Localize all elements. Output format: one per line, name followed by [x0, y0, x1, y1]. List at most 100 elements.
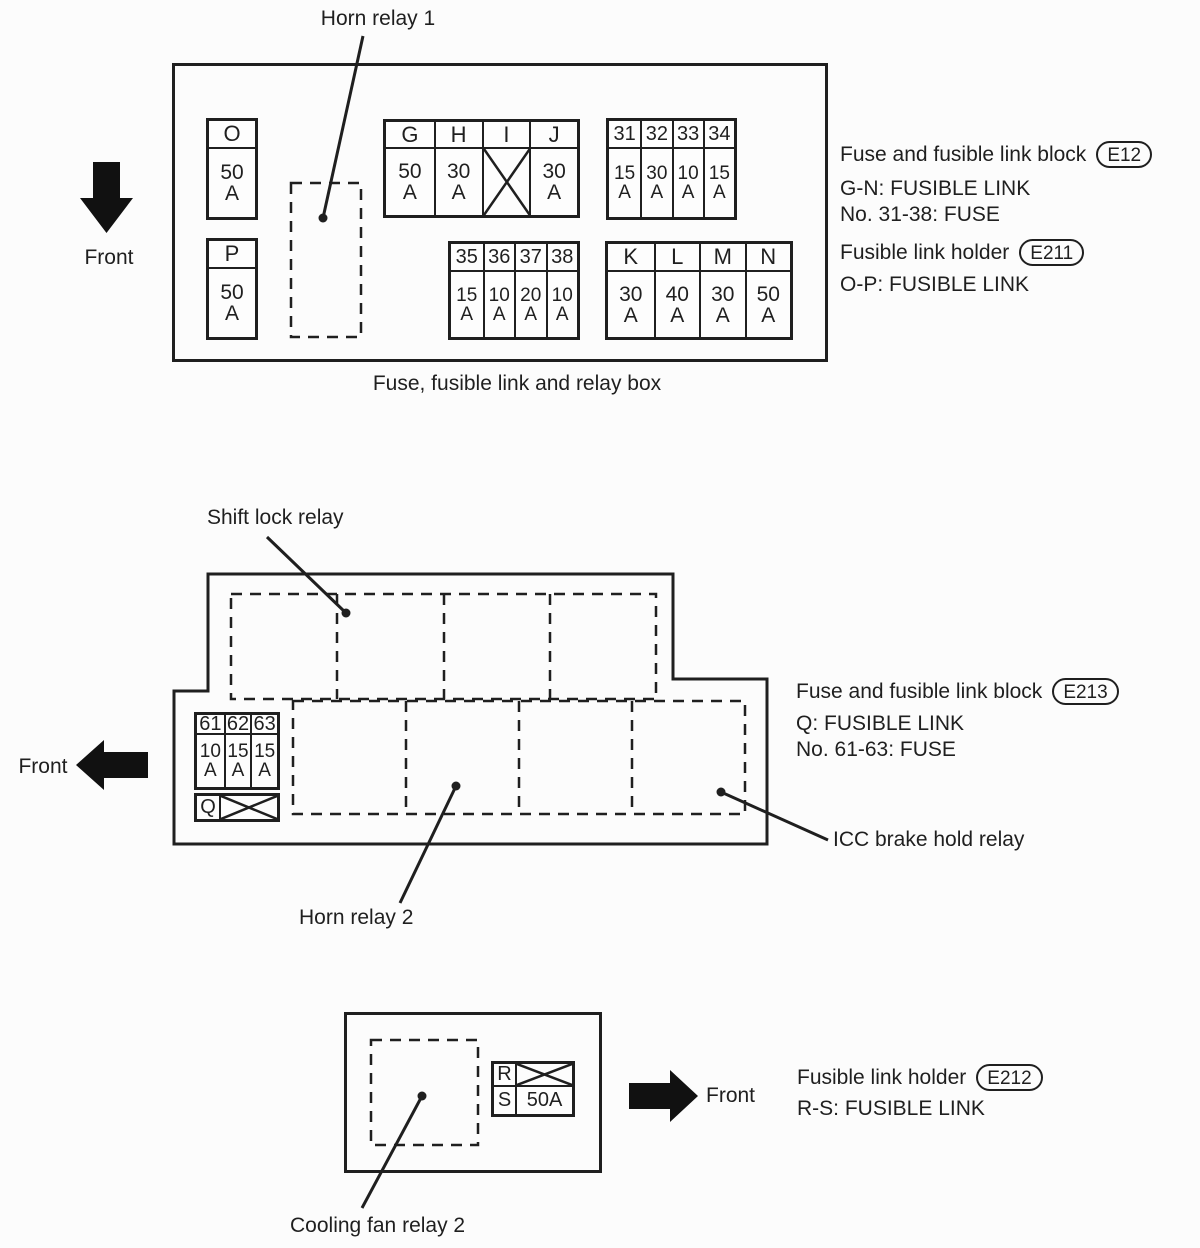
fuse-31-amp: 15 A [614, 163, 636, 203]
fuse-38-label: 38 [545, 244, 577, 272]
annotation-op-text: O-P: FUSIBLE LINK [840, 273, 1030, 296]
fuse-62-label: 62 [223, 713, 251, 735]
connector-badge-e12: E12 [1096, 141, 1153, 168]
annotation-e211: Fusible link holder E211 [840, 239, 1085, 266]
annotation-31-38-fuse: No. 31-38: FUSE [840, 203, 1000, 227]
fuse-q-block: Q [194, 793, 280, 822]
fuse-62-amp: 15 A [223, 735, 251, 787]
fuse-34-amp: 15 A [702, 149, 734, 217]
front-arrow-down-icon [80, 162, 133, 233]
annotation-op-fusible-link: O-P: FUSIBLE LINK [840, 273, 1029, 297]
annotation-rs-fusible-link: R-S: FUSIBLE LINK [797, 1097, 985, 1121]
fuse-61-label: 61 [197, 713, 224, 735]
fuse-g-amp: 50 A [398, 160, 422, 204]
crossed-out-icon [484, 149, 530, 215]
fuse-61-amp: 10 A [199, 741, 221, 781]
annotation-e12-text: Fuse and fusible link block [840, 142, 1087, 166]
fuse-block-61-63: 61 62 63 10 A 15 A 15 A [194, 712, 280, 790]
annotation-rs-text: R-S: FUSIBLE LINK [797, 1097, 985, 1120]
fuse-n-amp: 50 A [744, 272, 791, 337]
fuse-block-35-38: 35 36 37 38 15 A 10 A 20 A 10 A [448, 241, 580, 340]
fuse-o-block: O 50 A [206, 118, 258, 220]
fuse-36-label: 36 [482, 244, 514, 272]
fuse-35-amp: 15 A [456, 284, 478, 325]
shift-lock-relay-leader-line [265, 535, 348, 615]
fuse-38-amp: 10 A [545, 272, 578, 337]
fuse-s-amp: 50A [526, 1089, 563, 1111]
fuse-p-amp: 50 A [220, 281, 244, 325]
front-label-middle: Front [18, 755, 68, 778]
connector-badge-e213: E213 [1052, 678, 1119, 705]
fuse-m-label: M [699, 244, 745, 272]
fuse-j-label: J [529, 122, 577, 149]
fuse-g-label: G [386, 122, 434, 149]
icc-brake-hold-relay-label: ICC brake hold relay [833, 828, 1025, 851]
fuse-i-crossed-cell [481, 149, 530, 215]
annotation-q-fusible-link: Q: FUSIBLE LINK [796, 712, 964, 736]
fuse-32-amp: 30 A [640, 149, 671, 217]
fuse-q-crossed-cell [221, 796, 277, 819]
fuse-r-label: R [494, 1063, 517, 1087]
fuse-31-label: 31 [609, 121, 641, 149]
fuse-o-label: O [209, 121, 255, 149]
top-fuse-box-outline [172, 63, 828, 362]
fuse-l-amp: 40 A [653, 272, 700, 337]
front-label-top: Front [84, 246, 134, 269]
fuse-block-ghij: G H I J 50 A 30 A 30 A [383, 119, 580, 218]
fuse-s-label: S [494, 1087, 517, 1114]
fuse-p-block: P 50 A [206, 238, 258, 340]
annotation-e213: Fuse and fusible link block E213 [796, 678, 1119, 705]
front-label-bottom: Front [706, 1084, 756, 1107]
cooling-fan-relay-2-label: Cooling fan relay 2 [290, 1214, 466, 1237]
annotation-q-text: Q: FUSIBLE LINK [796, 712, 965, 735]
fuse-33-amp: 10 A [671, 149, 703, 217]
annotation-gn-fusible-link: G-N: FUSIBLE LINK [840, 177, 1030, 201]
fuse-m-amp: 30 A [699, 272, 745, 337]
annotation-e213-text: Fuse and fusible link block [796, 679, 1043, 703]
fuse-32-label: 32 [640, 121, 672, 149]
relay-row-top-socket [229, 592, 658, 701]
crossed-out-icon [517, 1064, 572, 1085]
front-arrow-right-icon [629, 1070, 698, 1122]
annotation-61-63-fuse: No. 61-63: FUSE [796, 738, 956, 762]
fuse-36-amp: 10 A [482, 272, 515, 337]
shift-lock-relay-label: Shift lock relay [207, 506, 344, 529]
relay-row-bottom-socket [291, 699, 747, 816]
annotation-e212: Fusible link holder E212 [797, 1064, 1043, 1091]
connector-badge-e212: E212 [976, 1064, 1043, 1091]
fuse-37-amp: 20 A [514, 272, 546, 337]
connector-badge-e211: E211 [1019, 239, 1085, 266]
fuse-h-label: H [433, 122, 482, 149]
annotation-e12: Fuse and fusible link block E12 [840, 141, 1153, 168]
shift-lock-relay-leader-dot [341, 608, 351, 618]
annotation-61-63-text: No. 61-63: FUSE [796, 738, 956, 761]
fuse-r-crossed-cell [517, 1064, 572, 1087]
fuse-q-label: Q [197, 796, 221, 819]
front-arrow-left-icon [76, 740, 148, 790]
fuse-l-label: L [653, 244, 699, 272]
fuse-k-label: K [608, 244, 654, 272]
icc-brake-hold-relay-leader-line [720, 790, 829, 842]
crossed-out-icon [221, 796, 277, 819]
fuse-n-label: N [744, 244, 790, 272]
horn-relay-2-label: Horn relay 2 [299, 906, 414, 929]
horn-relay-2-leader-dot [451, 781, 461, 791]
annotation-31-38-text: No. 31-38: FUSE [840, 203, 1000, 226]
fuse-63-amp: 15 A [250, 735, 277, 787]
fuse-p-label: P [209, 241, 255, 269]
fuse-63-label: 63 [250, 713, 277, 735]
annotation-e211-text: Fusible link holder [840, 240, 1010, 264]
fuse-37-label: 37 [514, 244, 546, 272]
fuse-h-amp: 30 A [433, 149, 482, 215]
fuse-i-label: I [481, 122, 530, 149]
fuse-o-amp: 50 A [220, 161, 244, 205]
fuse-k-amp: 30 A [619, 282, 643, 327]
annotation-gn-text: G-N: FUSIBLE LINK [840, 177, 1031, 200]
horn-relay-1-label: Horn relay 1 [320, 7, 436, 30]
fuse-34-label: 34 [702, 121, 734, 149]
bottom-fuse-box-outline [344, 1012, 602, 1173]
fuse-35-label: 35 [451, 244, 483, 272]
fuse-block-31-34: 31 32 33 34 15 A 30 A 10 A 15 A [606, 118, 737, 220]
fuse-j-amp: 30 A [529, 149, 577, 215]
